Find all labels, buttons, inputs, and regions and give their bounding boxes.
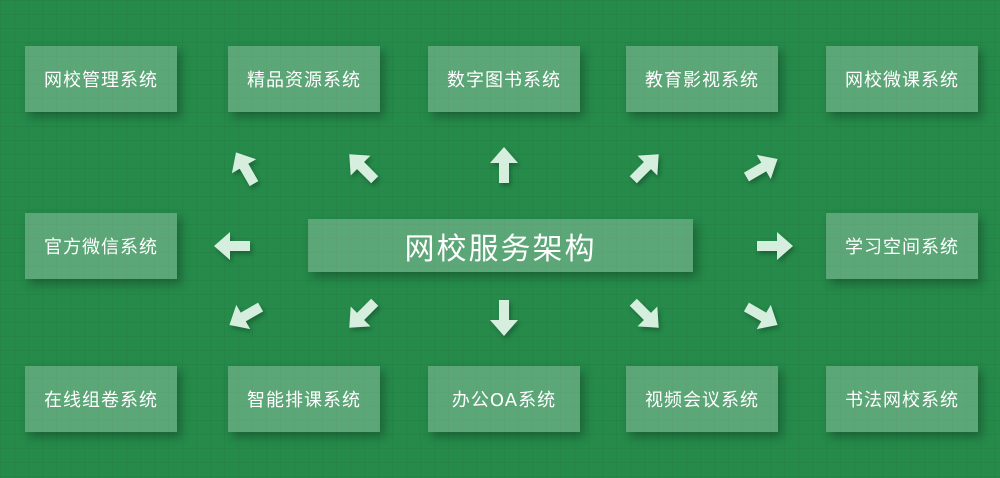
node-shuzi-tushu: 数字图书系统	[428, 46, 580, 112]
node-zhineng-paike: 智能排课系统	[228, 366, 380, 432]
node-label: 官方微信系统	[44, 237, 158, 258]
arrow-to-wangxiao-guanli-shape	[231, 152, 259, 187]
arrow-to-shipin-huiyi-shape	[629, 298, 659, 328]
arrow-to-guanfang-weixin	[214, 232, 250, 260]
node-xuexi-kongjian: 学习空间系统	[826, 213, 978, 279]
node-label: 在线组卷系统	[44, 390, 158, 411]
node-wangxiao-weike: 网校微课系统	[826, 46, 978, 112]
arrow-down-icon	[485, 299, 523, 337]
arrow-to-bangong-oa-shape	[490, 300, 518, 336]
arrow-to-wangxiao-weike	[743, 154, 778, 182]
arrow-up-icon	[485, 146, 523, 184]
node-shufa-wangxiao: 书法网校系统	[826, 366, 978, 432]
arrow-up-left-icon	[226, 149, 264, 187]
arrow-down-left-icon	[343, 296, 381, 334]
node-label: 网校微课系统	[845, 70, 959, 91]
arrow-down-right-icon	[627, 296, 665, 334]
arrow-to-guanfang-weixin-shape	[214, 232, 250, 260]
node-zaixian-zujuan: 在线组卷系统	[25, 366, 177, 432]
node-label: 智能排课系统	[247, 390, 361, 411]
center-node: 网校服务架构	[308, 219, 693, 272]
node-label: 数字图书系统	[447, 70, 561, 91]
arrow-to-zaixian-zujuan-shape	[229, 302, 264, 330]
arrow-to-zaixian-zujuan	[229, 302, 264, 330]
arrow-to-jingpin-ziyuan-shape	[349, 154, 379, 184]
arrow-to-shuzi-tushu-shape	[490, 147, 518, 183]
arrow-left-icon	[213, 227, 251, 265]
arrow-to-jingpin-ziyuan	[349, 154, 379, 184]
arrow-to-jiaoyu-yingshi-shape	[629, 154, 659, 184]
arrow-to-shufa-wangxiao-shape	[743, 302, 778, 330]
arrow-down-right-icon	[743, 297, 781, 335]
arrow-to-wangxiao-guanli	[231, 152, 259, 187]
arrow-to-shufa-wangxiao	[743, 302, 778, 330]
node-guanfang-weixin: 官方微信系统	[25, 213, 177, 279]
arrow-to-shuzi-tushu	[490, 147, 518, 183]
arrow-up-right-icon	[743, 149, 781, 187]
node-label: 办公OA系统	[451, 390, 557, 411]
arrow-to-wangxiao-weike-shape	[743, 154, 778, 182]
arrow-to-zhineng-paike	[349, 298, 379, 328]
arrow-up-left-icon	[343, 148, 381, 186]
arrow-down-left-icon	[226, 297, 264, 335]
node-bangong-oa: 办公OA系统	[428, 366, 580, 432]
arrow-to-bangong-oa	[490, 300, 518, 336]
node-jingpin-ziyuan: 精品资源系统	[228, 46, 380, 112]
node-label: 视频会议系统	[645, 390, 759, 411]
arrow-to-xuexi-kongjian-shape	[757, 232, 793, 260]
node-jiaoyu-yingshi: 教育影视系统	[626, 46, 778, 112]
node-label: 精品资源系统	[247, 70, 361, 91]
node-label: 教育影视系统	[645, 70, 759, 91]
node-label: 书法网校系统	[845, 390, 959, 411]
node-wangxiao-guanli: 网校管理系统	[25, 46, 177, 112]
arrow-to-xuexi-kongjian	[757, 232, 793, 260]
arrow-up-right-icon	[627, 148, 665, 186]
arrow-right-icon	[756, 227, 794, 265]
arrow-to-jiaoyu-yingshi	[629, 154, 659, 184]
center-title: 网校服务架构	[404, 231, 597, 267]
arrow-to-shipin-huiyi	[629, 298, 659, 328]
node-label: 学习空间系统	[845, 237, 959, 258]
node-label: 网校管理系统	[44, 70, 158, 91]
node-shipin-huiyi: 视频会议系统	[626, 366, 778, 432]
arrow-to-zhineng-paike-shape	[349, 298, 379, 328]
